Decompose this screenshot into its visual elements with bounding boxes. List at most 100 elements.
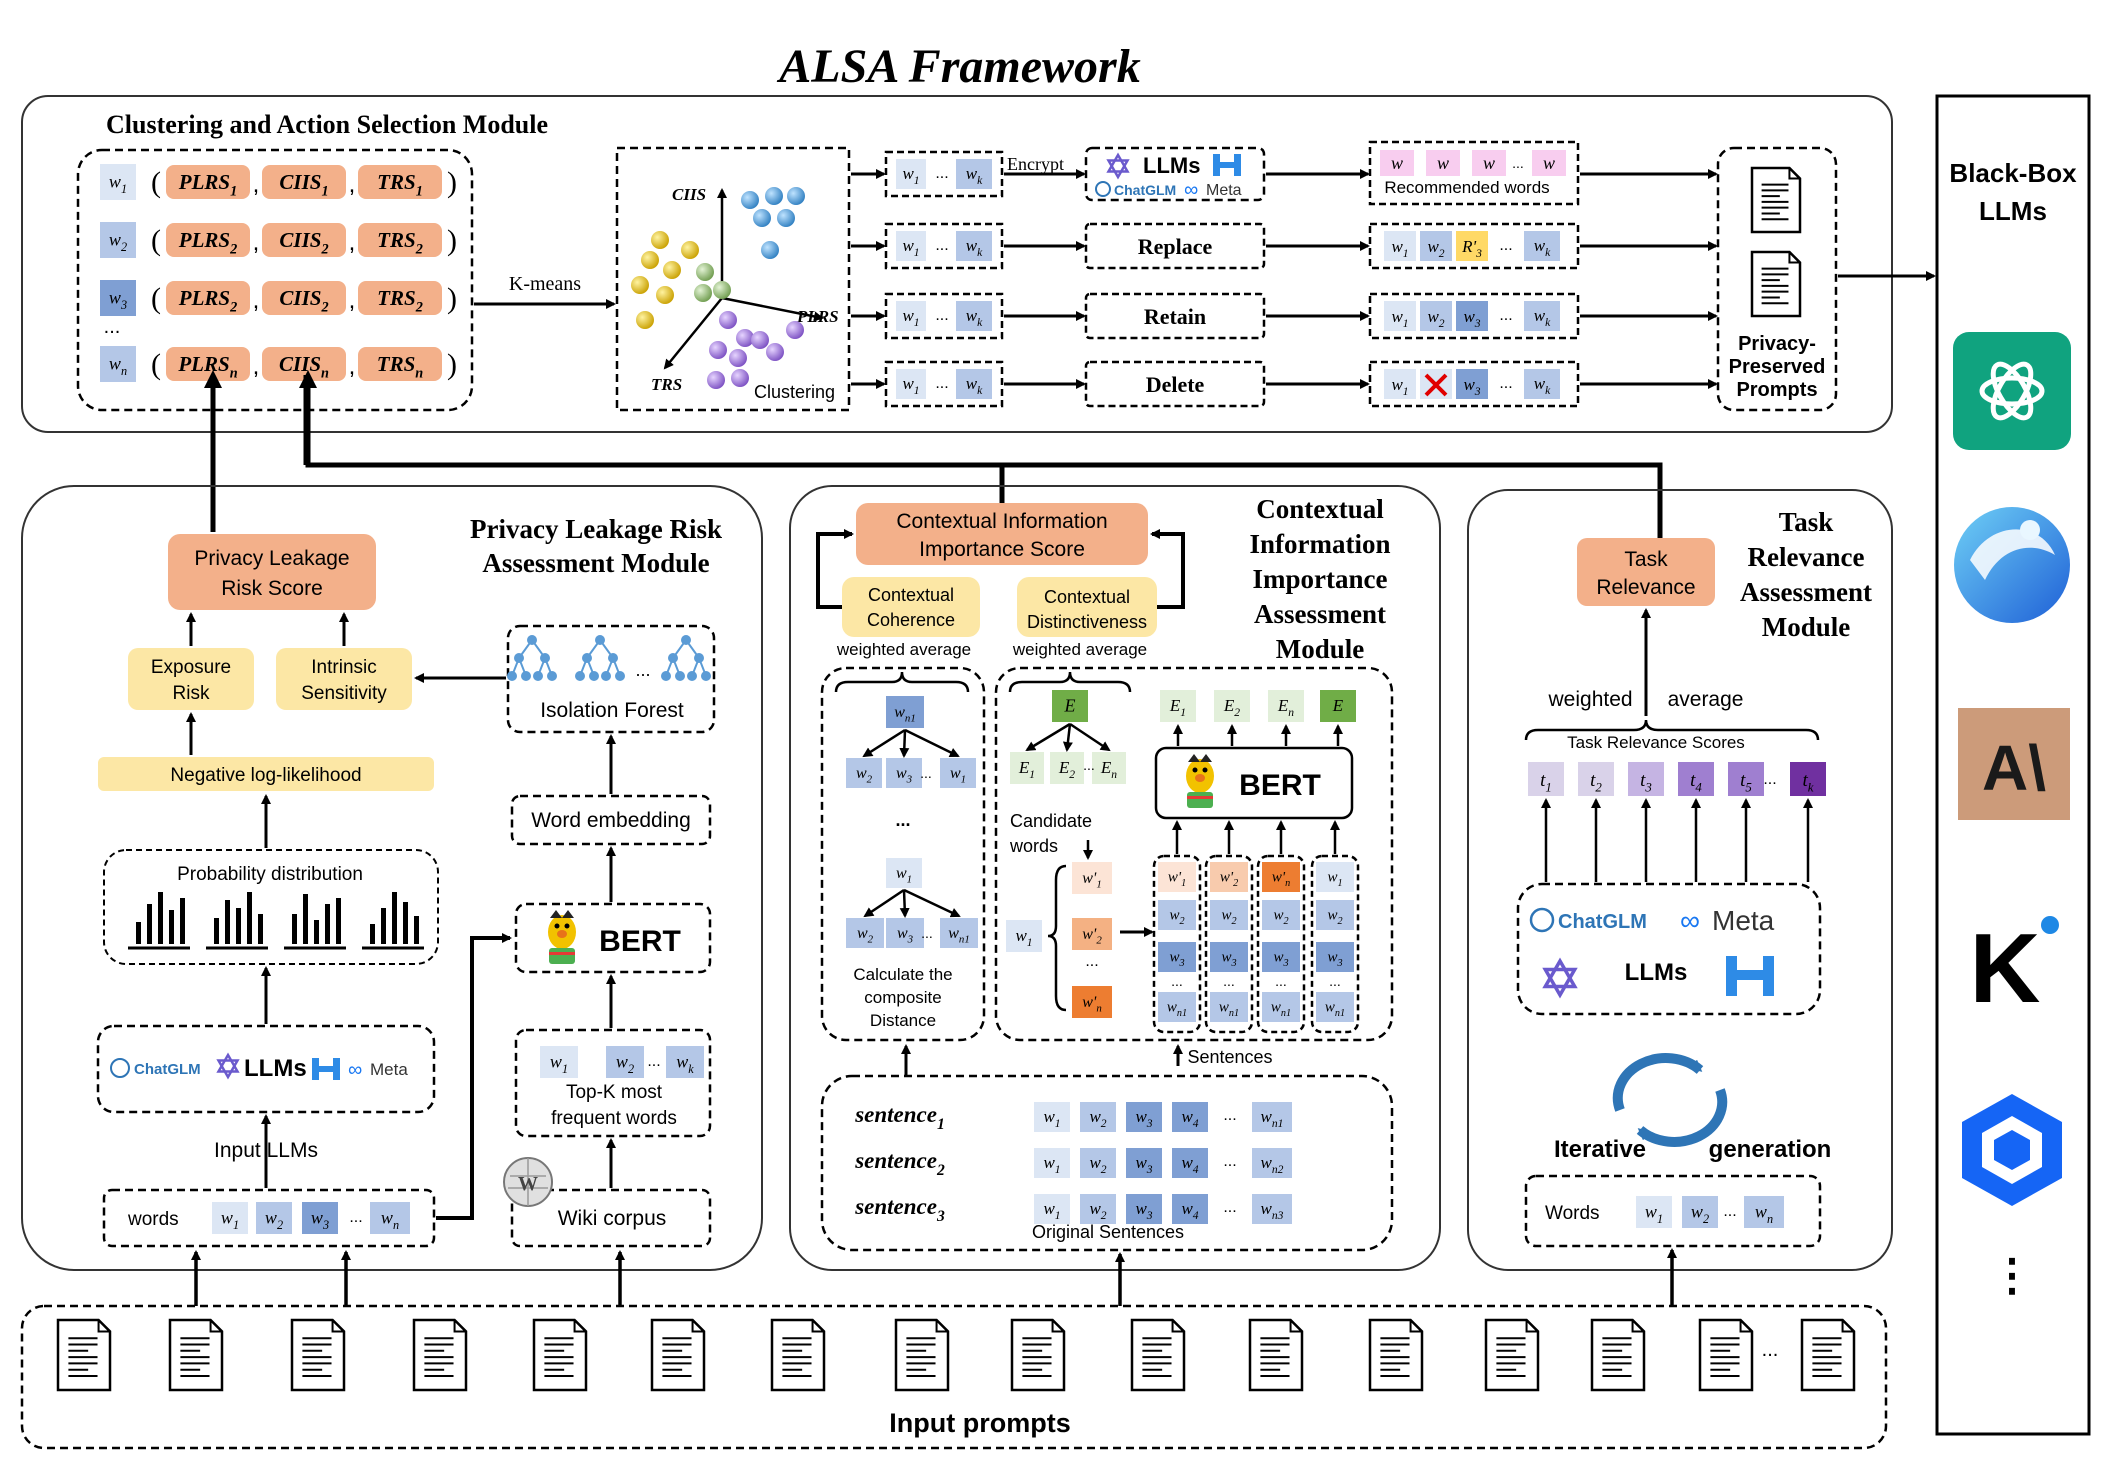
recommended-chip [1380,150,1414,176]
column-chip-text: wn1 [1167,1000,1187,1020]
histogram-bar [392,892,397,944]
ciis-axis-label: CIIS [672,185,706,204]
privacy-llms-label: LLMs [244,1055,307,1082]
output-chip [1384,231,1416,261]
sentence-chip-text: w3 [1135,1107,1152,1130]
histogram-bar [325,904,330,944]
task-title-line1: Task [1779,507,1834,537]
task-score-chip-text: tk [1802,770,1813,795]
sentence-chip-text: w1 [1043,1153,1060,1176]
tree-node [608,653,618,663]
output-chip [1384,369,1416,399]
ctx-title-line2: Information [1250,529,1391,559]
column-chip [1262,992,1300,1022]
coherence-node-text: w1 [896,865,912,886]
coherence-line2: Coherence [867,610,955,630]
black-box-title-line2: LLMs [1979,196,2047,226]
tree-node [687,671,697,681]
task-score-chip: t5 [1728,762,1764,796]
cluster-dot [681,241,699,259]
task-words-label: Words [1545,1203,1600,1224]
output-chip-text: wk [1534,374,1551,397]
cluster-dot [787,187,805,205]
ctx-bert-box [1154,746,1354,820]
selected-chip [956,369,992,399]
cluster-dot [741,191,759,209]
task-title-line3: Assessment [1740,577,1872,607]
sentence-chip-text: wn3 [1261,1199,1284,1222]
task-title-line2: Relevance [1748,542,1865,572]
intrinsic-line1: Intrinsic [311,657,376,678]
ctx-importance-score-box [856,503,1148,565]
column-chip [1210,900,1248,930]
column-head-chip-text: w'2 [1220,870,1238,890]
score-pill-text: PLRS2 [178,286,237,315]
score-pill [358,223,442,257]
candidate-chip-text: w'1 [1082,870,1102,891]
e-node-text: E1 [1018,758,1035,781]
cluster-dot [707,371,725,389]
topk-chip [666,1046,704,1078]
tree-node [582,653,592,663]
comma: , [349,171,356,198]
selected-chip-text: w1 [902,374,919,397]
column-chip-text: wn1 [1271,1000,1291,1020]
task-score-chip-bg [1790,762,1826,796]
plrs-axis [721,296,824,322]
candidate-source-chip [1006,920,1042,952]
score-pill [166,223,250,257]
sentence-chip-text: w4 [1181,1153,1198,1176]
selected-chip-text: wk [966,164,983,187]
chip-ellipsis: ... [1499,237,1512,254]
column-chip-text: w3 [1327,950,1342,970]
sentence-chip-text: wn2 [1261,1153,1284,1176]
privacy-leakage-module: Privacy Leakage Risk Assessment Module P… [21,485,763,1271]
svg-text:A\: A\ [1982,732,2046,804]
action-retain-label: Retain [1144,304,1206,329]
histogram-bar [147,904,152,944]
comma: , [349,287,356,314]
encrypt-chatglm-label: ChatGLM [1114,182,1176,198]
score-pill [262,165,346,199]
privacy-preserved-line2: Preserved [1729,356,1826,378]
e-node [1050,752,1084,784]
selected-words-box [884,292,1004,340]
sentence-chip [1080,1148,1116,1178]
task-relevance-module: Task Relevance Assessment Module Task Re… [1467,489,1893,1271]
column-head-chip [1210,862,1248,892]
prompt-doc-icon [532,1318,588,1392]
cluster-dot [753,209,771,227]
task-score-chip-text: t1 [1540,770,1552,795]
sentence-chip [1080,1102,1116,1132]
prompt-doc-icon [168,1318,224,1392]
selected-words-box [884,222,1004,270]
output-words-box [1368,222,1580,270]
score-pill [166,347,250,381]
sentence-chip [1252,1148,1292,1178]
coherence-line1: Contextual [868,585,954,605]
task-word-chip [1744,1196,1784,1228]
histogram-bar [258,914,263,944]
score-pill-text: TRSn [377,352,424,381]
recommended-chip [1426,150,1460,176]
wikipedia-globe-icon: W [503,1157,553,1207]
column-head-chip-text: w'n [1272,870,1290,890]
e-node [1320,690,1356,722]
prompt-doc-icon [1248,1318,1304,1392]
task-chatglm-label: ChatGLM [1558,911,1647,933]
histogram-bar [236,908,241,944]
topk-box [514,1028,712,1138]
tree-node [540,653,550,663]
tree-node [507,671,517,681]
output-chip-text: w3 [1463,307,1480,330]
column-chip [1210,942,1248,972]
privacy-preserved-line1: Privacy- [1738,333,1816,355]
deepseek-h-icon [312,1058,340,1080]
selected-chip-text: w1 [902,236,919,259]
input-prompts-label: Input prompts [889,1408,1070,1438]
bert-character-icon [548,910,576,964]
recommended-chip-text: w [1543,153,1555,173]
selected-chip [896,369,926,399]
privacy-bert-box [514,902,712,974]
histogram-bar [214,918,219,944]
